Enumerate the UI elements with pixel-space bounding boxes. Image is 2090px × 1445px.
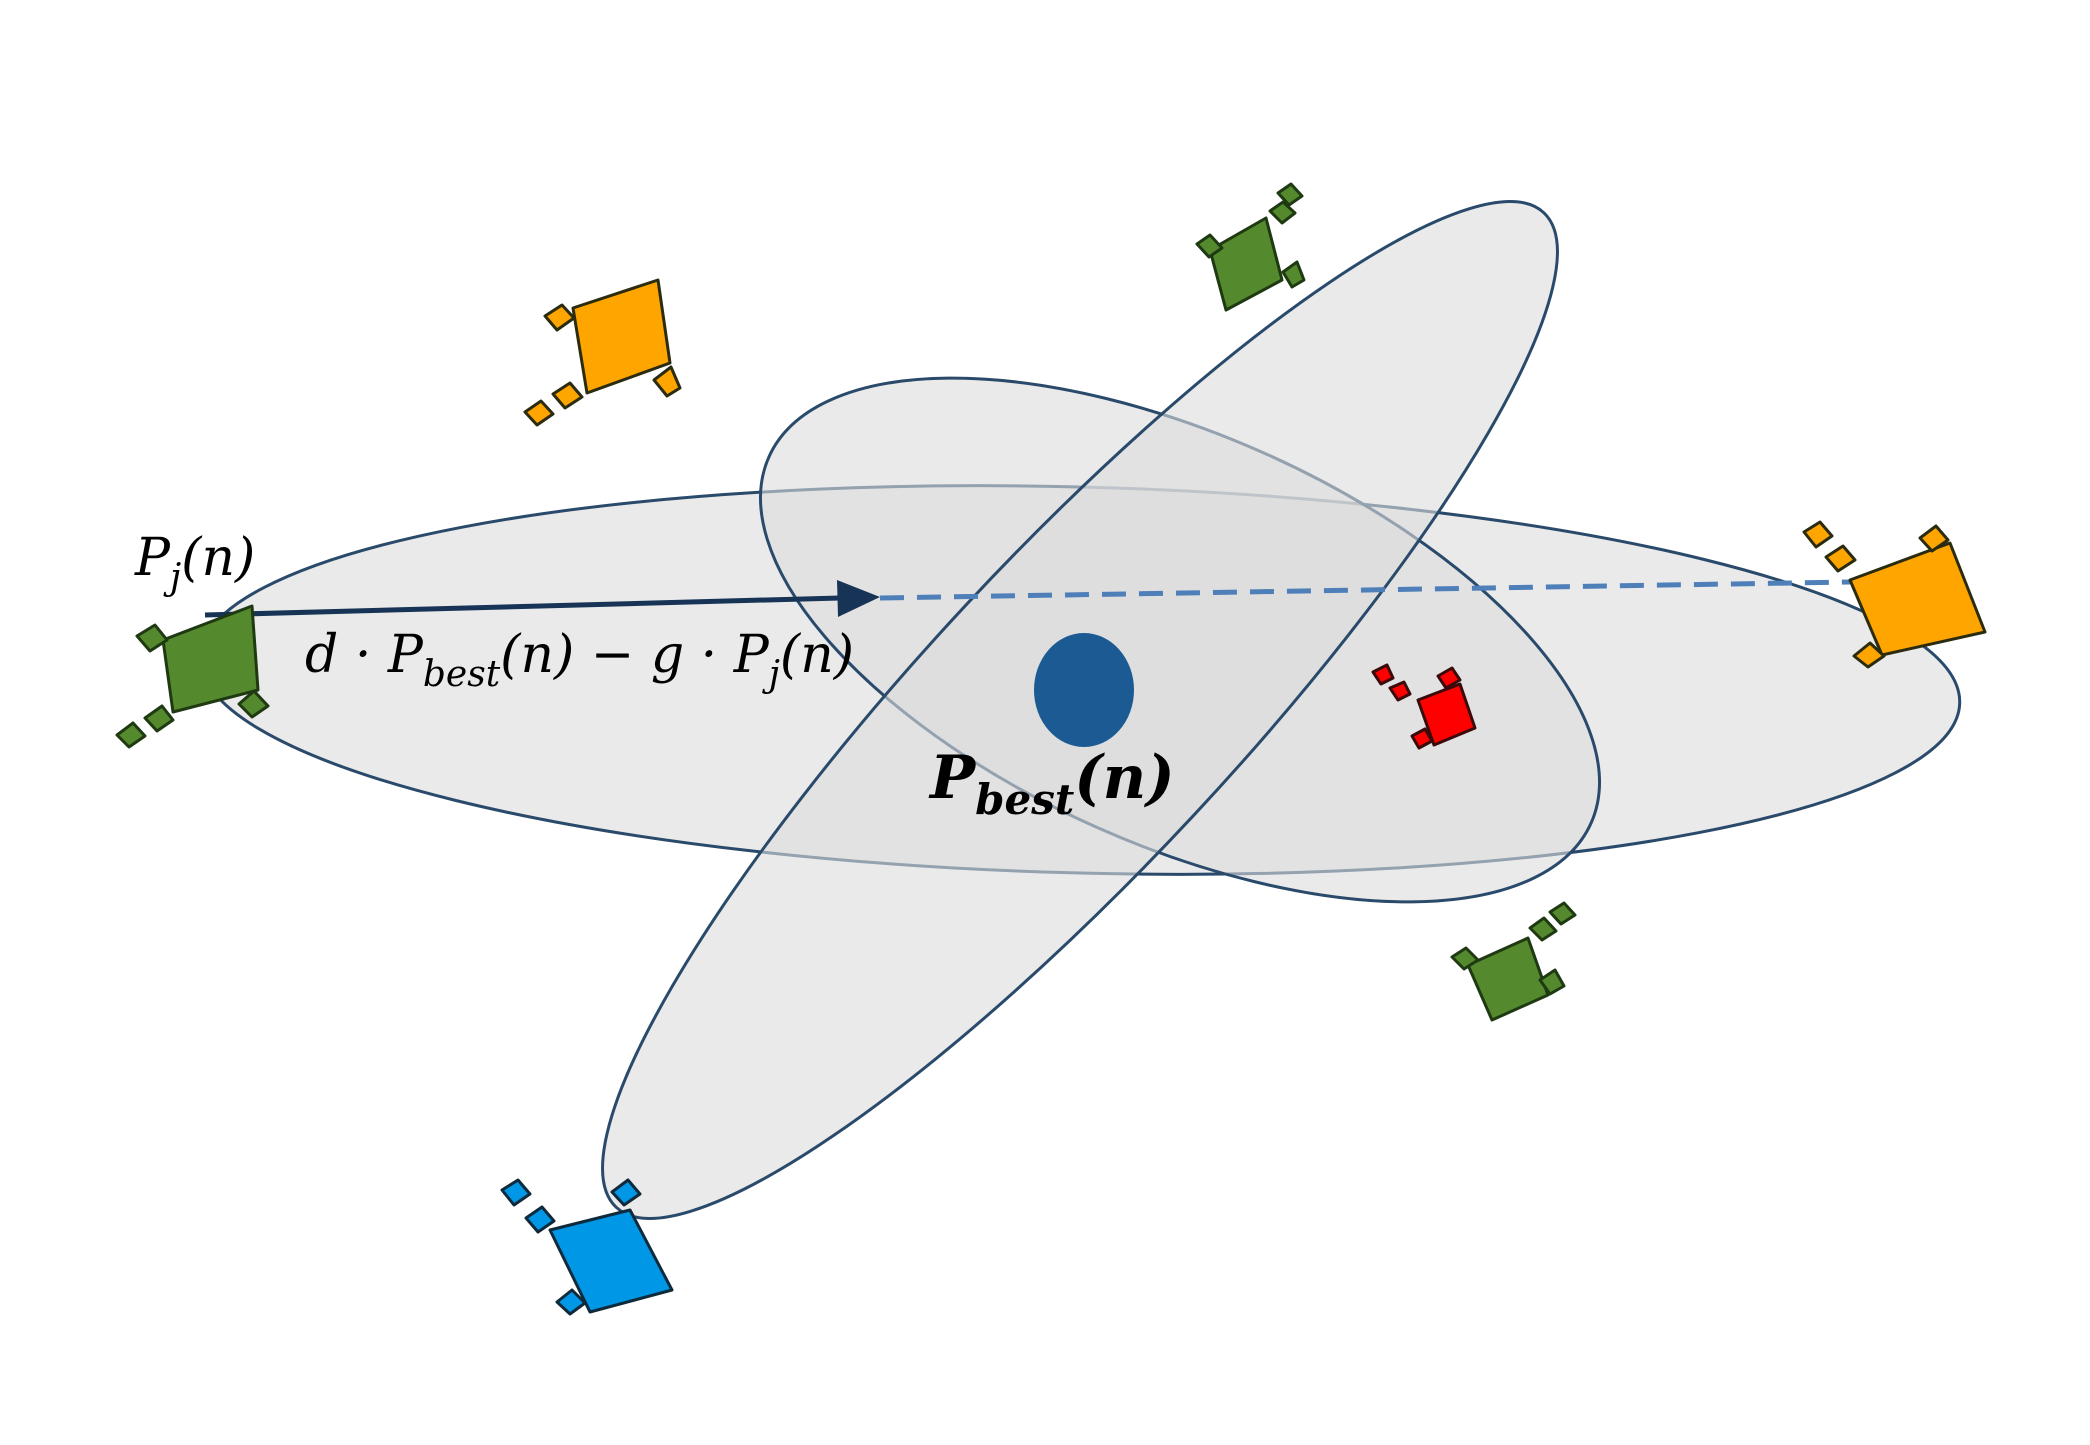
label-update-rule: d · Pbest(n) − g · Pj(n) bbox=[305, 625, 854, 695]
agent-green-bottom-right bbox=[1450, 901, 1577, 1022]
best-point bbox=[1034, 633, 1134, 747]
arrowhead-icon bbox=[837, 580, 880, 617]
agent-orange-top-left bbox=[523, 278, 682, 427]
dashed-trajectory bbox=[879, 579, 1851, 601]
label-pbest: Pbest(n) bbox=[928, 743, 1175, 824]
agent-green-top bbox=[1195, 182, 1306, 312]
agent-green-left bbox=[115, 604, 270, 749]
agent-orange-right bbox=[1802, 520, 1987, 669]
agent-red-center-right bbox=[1371, 663, 1477, 750]
agent-blue-bottom-left bbox=[500, 1178, 674, 1316]
agents bbox=[115, 182, 1987, 1316]
update-arrow bbox=[204, 580, 880, 618]
label-pj: Pj(n) bbox=[134, 528, 255, 598]
